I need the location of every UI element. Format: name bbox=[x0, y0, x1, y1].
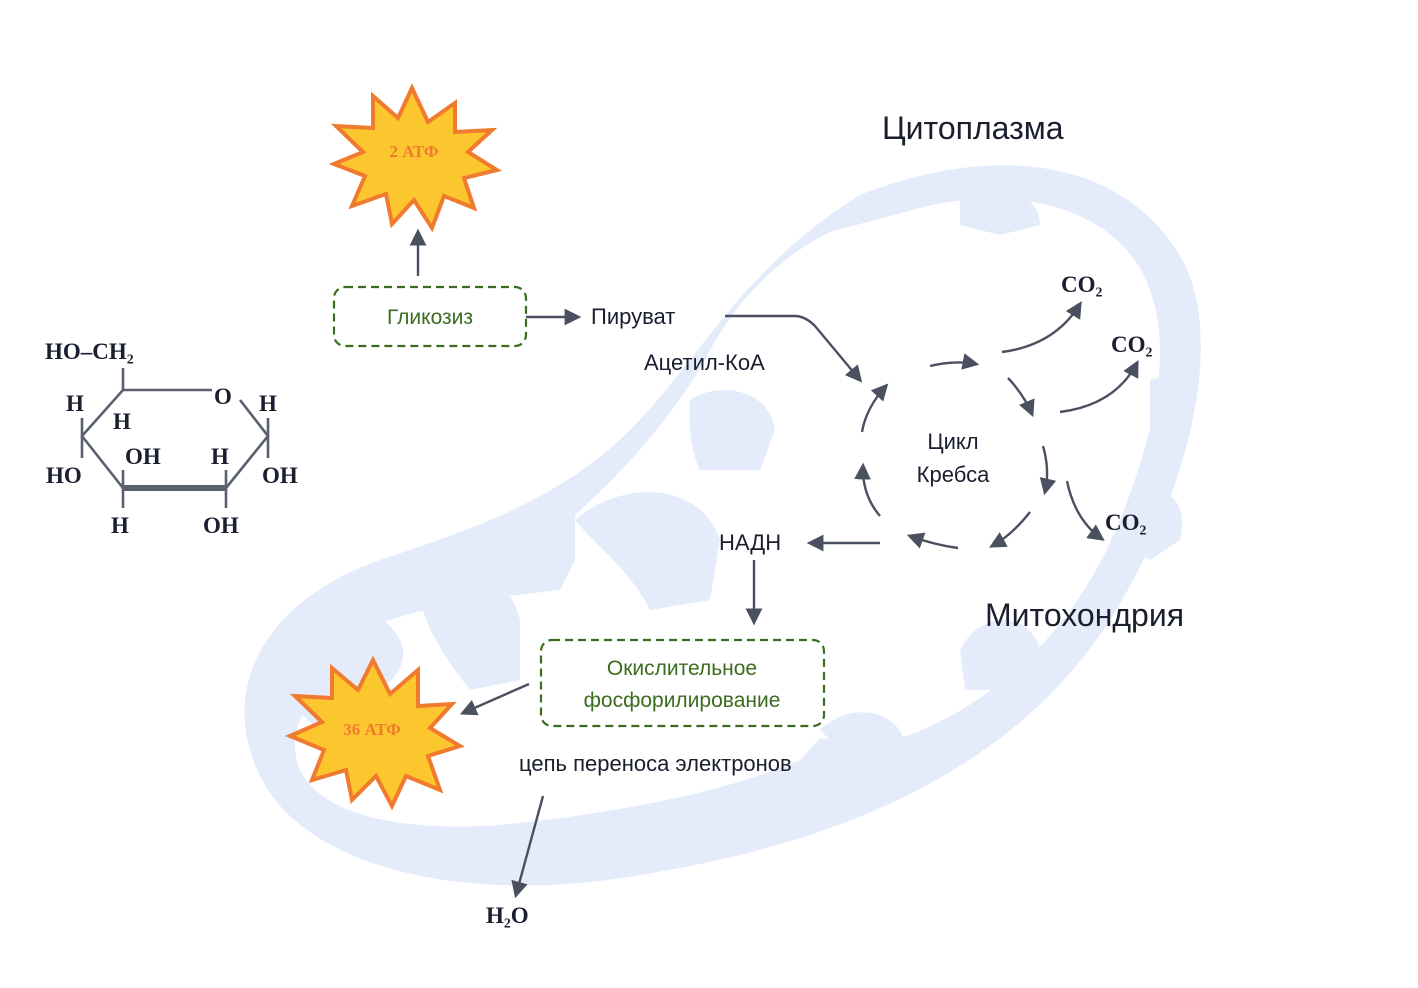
glucose-ring-thin bbox=[80, 388, 212, 489]
oxphos-box: Окислительное фосфорилирование bbox=[539, 638, 826, 728]
arrow-pyruvate-to-krebs bbox=[725, 314, 863, 383]
arrow-co2-2 bbox=[1059, 360, 1139, 414]
arrow-co2-3 bbox=[1065, 480, 1105, 541]
crista-9 bbox=[1150, 377, 1186, 430]
crista-10 bbox=[960, 189, 1040, 235]
pathway-arrows bbox=[409, 228, 1139, 899]
arrow-co2-1 bbox=[1001, 301, 1082, 354]
krebs-label-line2: Кребса bbox=[917, 462, 990, 487]
crista-5 bbox=[689, 390, 775, 470]
glucose-oh-c1: OH bbox=[262, 463, 298, 488]
co2-label-3: CO₂ bbox=[1105, 510, 1147, 535]
glucose-ho-c4: HO bbox=[46, 463, 82, 488]
glycolysis-box: Гликозиз bbox=[332, 285, 528, 348]
atp-burst-large-shape bbox=[284, 655, 465, 811]
krebs-cycle-arrow-6 bbox=[854, 462, 881, 517]
atp-small-label: 2 АТФ bbox=[389, 142, 438, 161]
glucose-ho-ch2: HO–CH₂ bbox=[45, 339, 134, 364]
krebs-cycle-arrow-1 bbox=[929, 353, 980, 370]
nadh-label: НАДН bbox=[719, 530, 781, 555]
crista-4 bbox=[575, 492, 720, 610]
glucose-ring-oxygen: O bbox=[214, 384, 232, 409]
mitochondria-label: Митохондрия bbox=[985, 597, 1184, 633]
co2-label-2: CO₂ bbox=[1111, 332, 1153, 357]
krebs-cycle-arrow-5 bbox=[906, 532, 959, 550]
crista-3 bbox=[420, 575, 520, 690]
glucose-h-c3: H bbox=[111, 513, 129, 538]
atp-burst-small: 2 АТФ bbox=[328, 83, 503, 233]
glucose-h-c1: H bbox=[259, 391, 277, 416]
crista-7 bbox=[960, 620, 1040, 690]
glucose-molecule: HO–CH₂ O H H H HO OH H OH H OH bbox=[45, 339, 298, 538]
krebs-label-line1: Цикл bbox=[927, 429, 978, 454]
oxphos-label-line2: фосфорилирование bbox=[584, 689, 781, 712]
cytoplasm-label: Цитоплазма bbox=[882, 110, 1064, 146]
krebs-cycle-arrow-3 bbox=[1039, 445, 1057, 496]
glycolysis-label: Гликозиз bbox=[387, 306, 473, 329]
atp-large-label: 36 АТФ bbox=[343, 720, 401, 739]
h2o-label: H₂O bbox=[486, 903, 529, 928]
krebs-cycle-arrow-4 bbox=[989, 511, 1031, 548]
oxphos-box-border bbox=[539, 638, 826, 728]
crista-8 bbox=[1120, 492, 1183, 560]
etc-label: цепь переноса электронов bbox=[519, 751, 792, 776]
oxphos-label-line1: Окислительное bbox=[607, 657, 757, 680]
glucose-oh-c3: OH bbox=[125, 444, 161, 469]
arrow-oxphos-to-atp bbox=[459, 682, 530, 716]
glucose-h-c5: H bbox=[113, 409, 131, 434]
glycolysis-box-border bbox=[332, 285, 528, 348]
glucose-h-c2: H bbox=[211, 444, 229, 469]
pyruvate-label: Пируват bbox=[591, 304, 675, 329]
crista-6 bbox=[820, 712, 905, 770]
atp-burst-small-shape bbox=[328, 83, 503, 233]
glucose-oh-c2: OH bbox=[203, 513, 239, 538]
arrow-etc-to-h2o bbox=[511, 795, 545, 899]
acetyl-coa-label: Ацетил-КоА bbox=[644, 350, 765, 375]
krebs-cycle-arrow-7 bbox=[860, 383, 889, 433]
glucose-h-c4-top: H bbox=[66, 391, 84, 416]
atp-burst-large: 36 АТФ bbox=[284, 655, 465, 811]
co2-label-1: CO₂ bbox=[1061, 272, 1103, 297]
krebs-cycle-arrow-2 bbox=[1007, 377, 1035, 418]
